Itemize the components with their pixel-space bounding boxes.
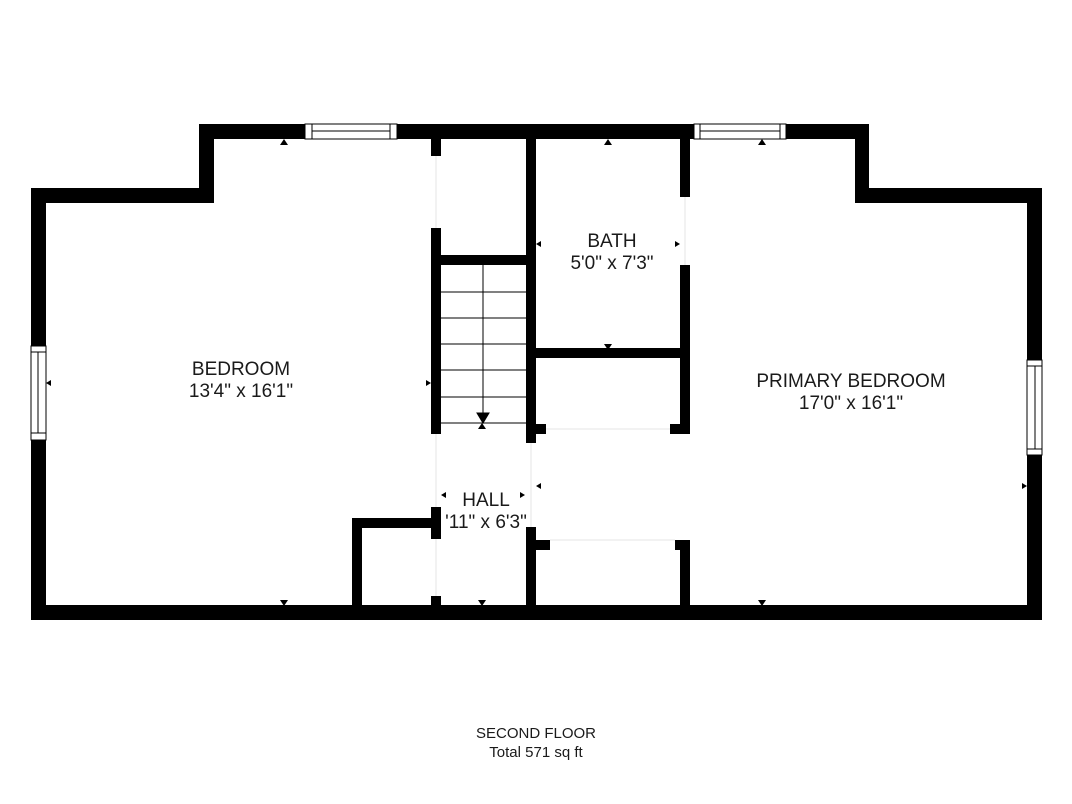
room-dimensions: '11" x 6'3": [445, 512, 527, 533]
room-name: HALL: [462, 490, 510, 511]
room-label-bedroom: BEDROOM 13'4" x 16'1": [189, 359, 293, 403]
room-dimensions: 13'4" x 16'1": [188, 381, 294, 402]
openings: [435, 156, 686, 596]
windows: [30, 123, 1043, 456]
floor-name: SECOND FLOOR: [475, 725, 597, 742]
staircase: [441, 265, 526, 424]
room-label-hall: HALL '11" x 6'3": [445, 490, 527, 534]
dimension-markers: [46, 139, 1027, 606]
walls: [31, 124, 1042, 620]
room-name: BATH: [587, 231, 637, 252]
room-dimensions: 5'0" x 7'3": [570, 253, 654, 274]
floor-total-area: Total 571 sq ft: [489, 744, 583, 761]
room-dimensions: 17'0" x 16'1": [798, 393, 904, 414]
room-name: PRIMARY BEDROOM: [756, 371, 946, 392]
floor-caption: SECOND FLOOR Total 571 sq ft: [476, 724, 596, 762]
room-label-primary-bedroom: PRIMARY BEDROOM 17'0" x 16'1": [756, 371, 945, 415]
room-name: BEDROOM: [191, 359, 291, 380]
stair-down-arrow-icon: [476, 412, 490, 424]
room-label-bath: BATH 5'0" x 7'3": [570, 231, 653, 275]
